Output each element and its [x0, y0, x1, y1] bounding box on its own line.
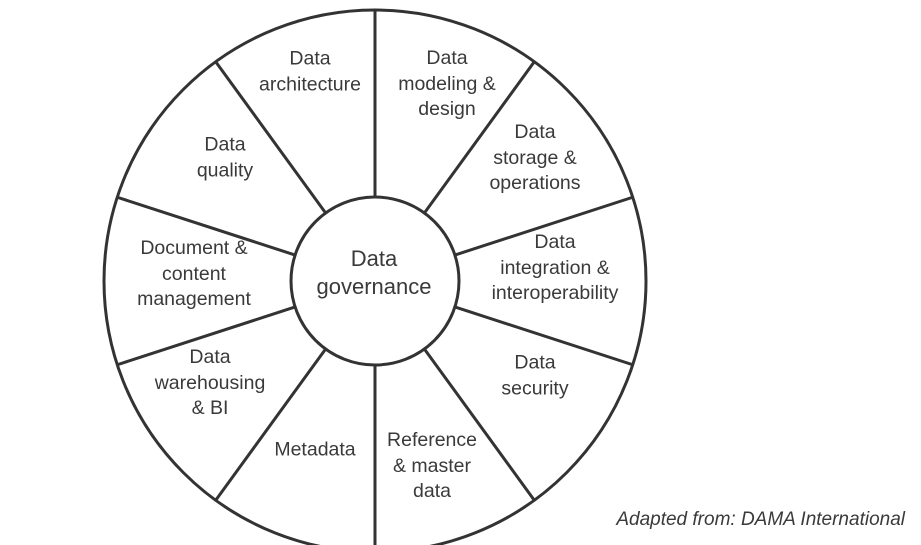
- center-line: Data: [350, 246, 398, 271]
- segment-line: Data: [189, 345, 231, 368]
- segment-divider: [116, 305, 296, 367]
- segment-divider: [454, 195, 634, 257]
- segment-line: quality: [196, 159, 254, 181]
- segment-line: security: [501, 377, 569, 399]
- segment-data-architecture: Data architecture: [259, 47, 361, 98]
- segment-line: Reference: [387, 428, 477, 451]
- segment-line: & BI: [191, 396, 229, 419]
- segment-line: Data: [204, 133, 246, 156]
- segment-reference-master-data: Reference & master data: [387, 428, 477, 505]
- segment-line: modeling &: [398, 72, 496, 95]
- segment-data-security: Data security: [501, 351, 568, 402]
- segment-line: warehousing: [154, 371, 266, 394]
- segment-line: operations: [489, 171, 581, 194]
- segment-line: Data: [289, 47, 331, 70]
- segment-line: design: [418, 97, 476, 120]
- segment-line: Data: [514, 351, 556, 374]
- segment-line: Data: [426, 46, 468, 69]
- segment-data-quality: Data quality: [197, 133, 253, 184]
- segment-line: interoperability: [491, 281, 619, 304]
- segment-data-modeling-design: Data modeling & design: [398, 46, 496, 123]
- center-line: governance: [316, 274, 432, 299]
- segment-document-content-management: Document & content management: [137, 236, 251, 313]
- segment-data-integration-interoperability: Data integration & interoperability: [492, 230, 619, 307]
- segment-divider: [454, 305, 634, 367]
- source-caption: Adapted from: DAMA International: [616, 509, 905, 530]
- segment-metadata: Metadata: [274, 437, 355, 463]
- segment-data-warehousing-bi: Data warehousing & BI: [155, 345, 266, 422]
- segment-line: management: [137, 287, 251, 310]
- inner-circle: [289, 195, 461, 367]
- segment-data-storage-operations: Data storage & operations: [489, 120, 580, 197]
- segment-divider: [423, 60, 536, 214]
- segment-line: data: [413, 479, 451, 502]
- segment-line: Document &: [140, 236, 248, 259]
- segment-divider: [116, 195, 296, 257]
- segment-line: Data: [514, 120, 556, 143]
- segment-line: content: [162, 262, 226, 285]
- center-label-data-governance: Data governance: [317, 245, 432, 301]
- segment-line: storage &: [493, 146, 577, 169]
- segment-divider: [423, 348, 536, 502]
- segment-line: Metadata: [274, 438, 356, 461]
- segment-divider: [214, 348, 327, 502]
- segment-divider: [214, 60, 327, 214]
- segment-line: architecture: [259, 73, 361, 95]
- segment-line: & master: [392, 454, 472, 477]
- segment-line: integration &: [500, 256, 610, 279]
- segment-line: Data: [534, 230, 576, 253]
